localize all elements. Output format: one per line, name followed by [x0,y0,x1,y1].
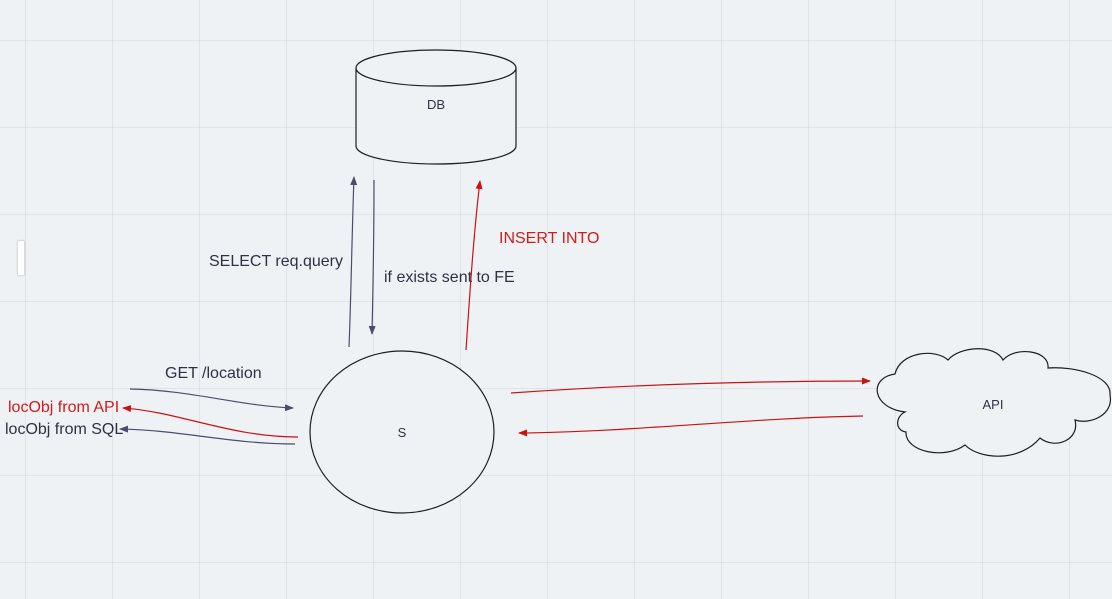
locobj-sql-label: locObj from SQL [5,421,124,438]
get-location-arrow[interactable] [129,388,294,412]
if-exists-label: if exists sent to FE [384,269,515,286]
insert-arrow[interactable] [465,180,483,351]
if-exists-arrow[interactable] [368,179,376,335]
locobj-sql-arrow[interactable] [119,425,296,445]
locobj-api-label: locObj from API [8,399,120,416]
db-label: DB [426,97,446,112]
server-to-api-arrow[interactable] [510,377,871,394]
get-location-label: GET /location [165,365,262,382]
server-circle[interactable] [309,350,495,514]
locobj-api-arrow[interactable] [122,405,299,438]
insert-into-label: INSERT INTO [499,230,600,247]
select-query-label: SELECT req.query [209,253,343,270]
server-label: S [397,425,407,440]
select-arrow[interactable] [348,176,358,348]
api-to-server-arrow[interactable] [518,415,864,437]
api-cloud[interactable] [876,348,1111,457]
db-cylinder[interactable] [355,49,517,165]
api-label: API [982,397,1004,412]
scroll-handle[interactable] [17,240,25,276]
